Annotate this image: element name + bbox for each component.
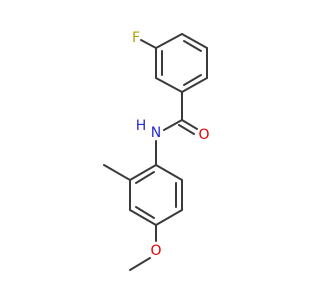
bond xyxy=(129,209,157,226)
double-bond-inner xyxy=(183,40,202,52)
bond xyxy=(155,77,183,93)
bond xyxy=(181,77,208,93)
carbonyl-double-bond xyxy=(181,119,198,130)
fluorine-label: F xyxy=(132,30,140,46)
bond xyxy=(129,164,157,181)
fluorophenyl-ring xyxy=(155,33,208,93)
ether-oxygen-label: O xyxy=(150,243,161,259)
amide-hydrogen-label: H xyxy=(136,118,147,134)
double-bond-inner xyxy=(135,206,155,219)
oxygen-methyl-bond xyxy=(129,257,151,271)
c-f-bond xyxy=(140,39,157,49)
double-bond-inner xyxy=(183,74,202,86)
amide-bond xyxy=(163,119,183,131)
methoxyphenyl-ring xyxy=(129,164,183,226)
bond xyxy=(155,33,183,49)
double-bond-inner xyxy=(135,171,155,184)
bond xyxy=(155,209,183,226)
amide-nitrogen-label: N xyxy=(151,125,161,141)
bond xyxy=(155,164,183,181)
molecule-structure: F O N H O xyxy=(103,30,210,271)
bond xyxy=(181,33,208,49)
molecule-canvas: F O N H O xyxy=(103,30,210,271)
carbonyl-oxygen-label: O xyxy=(198,127,209,143)
methyl-bond xyxy=(103,164,131,181)
carbonyl-double-bond xyxy=(178,124,195,135)
